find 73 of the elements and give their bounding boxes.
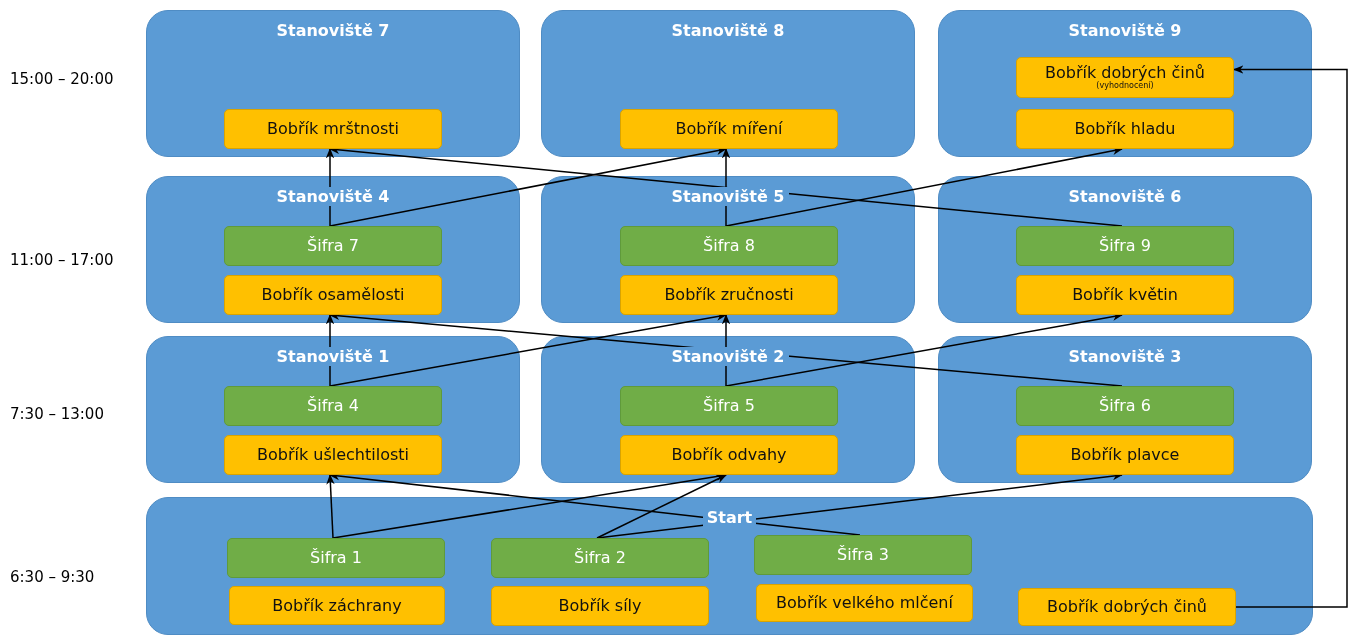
task-box [1016, 109, 1234, 149]
task-box [620, 109, 838, 149]
time-range-label: 11:00 – 17:00 [10, 251, 114, 269]
cipher-box [227, 538, 445, 578]
station-panel [146, 176, 520, 323]
task-box [1016, 435, 1234, 475]
arrow [329, 312, 728, 387]
task-label: Bobřík záchrany [272, 596, 402, 615]
task-label: Bobřík plavce [1070, 446, 1180, 464]
arrow [326, 473, 335, 539]
task-box [620, 435, 838, 475]
station-panel [938, 10, 1312, 157]
arrow [596, 474, 727, 539]
station-panel [541, 176, 915, 323]
task-label: Šifra 1 [310, 549, 362, 567]
station-panel [938, 336, 1312, 483]
task-label: Šifra 6 [1099, 397, 1151, 415]
station-panel [541, 336, 915, 483]
task-box [1016, 275, 1234, 315]
task-label: Šifra 2 [574, 549, 626, 567]
task-label: Bobřík mrštnosti [266, 120, 400, 138]
task-box [224, 275, 442, 315]
task-box [224, 109, 442, 149]
task-label: Šifra 7 [307, 237, 359, 255]
task-label: Bobřík síly [558, 597, 642, 615]
task-box [491, 586, 709, 626]
task-label: Šifra 5 [703, 397, 755, 415]
time-range-label: 7:30 – 13:00 [10, 405, 104, 423]
arrow [721, 147, 731, 227]
task-box [224, 435, 442, 475]
station-panel [146, 10, 520, 157]
task-label: Bobřík osamělosti [261, 286, 405, 304]
station-title: Start [702, 508, 757, 527]
task-label: Bobřík velkého mlčení [776, 594, 953, 612]
task-box [756, 584, 973, 622]
task-label: Bobřík dobrých činů [1045, 64, 1205, 82]
cipher-box [620, 226, 838, 266]
arrow [721, 313, 731, 387]
cipher-box [491, 538, 709, 578]
arrow [325, 313, 335, 387]
task-box [1018, 588, 1236, 626]
task-box [229, 586, 445, 625]
task-box [620, 275, 838, 315]
station-panel [938, 176, 1312, 323]
task-label: Šifra 8 [703, 237, 755, 255]
cipher-box [1016, 226, 1234, 266]
cipher-box [1016, 386, 1234, 426]
arrow [725, 146, 1124, 227]
task-label: Šifra 4 [307, 397, 359, 415]
task-label: Bobřík ušlechtilosti [257, 446, 409, 464]
cipher-box [620, 386, 838, 426]
task-label: Bobřík odvahy [671, 446, 787, 464]
task-label: Bobřík míření [675, 120, 783, 138]
task-label: Bobřík květin [1072, 286, 1178, 304]
station-panel [146, 336, 520, 483]
task-label: Šifra 9 [1099, 237, 1151, 255]
task-box [1016, 57, 1234, 98]
time-range-label: 6:30 – 9:30 [10, 568, 95, 586]
task-label: Bobřík zručnosti [664, 286, 794, 304]
station-panel [541, 10, 915, 157]
cipher-box [224, 386, 442, 426]
cipher-box [224, 226, 442, 266]
station-panel [146, 497, 1313, 635]
arrow [325, 147, 335, 227]
task-label: Bobřík hladu [1074, 120, 1176, 138]
arrow [1232, 65, 1348, 608]
time-range-label: 15:00 – 20:00 [10, 70, 114, 88]
task-label: Šifra 3 [837, 546, 889, 564]
cipher-box [754, 535, 972, 575]
arrow [329, 146, 728, 227]
arrow [725, 312, 1124, 387]
task-note: (vyhodnocení) [1096, 81, 1154, 91]
task-label: Bobřík dobrých činů [1047, 598, 1207, 616]
